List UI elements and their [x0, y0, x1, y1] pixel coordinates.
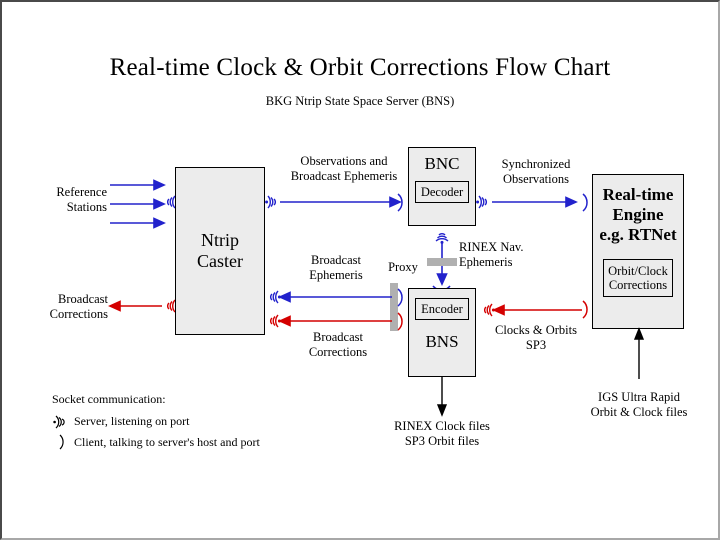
- proxy-label: Proxy: [388, 260, 418, 274]
- legend: Socket communication: Server, listening …: [52, 391, 352, 451]
- broadcast-corrections-output-arrow: [108, 300, 162, 312]
- socket-client-icon: [397, 312, 403, 331]
- igs-files-arrow: [633, 327, 645, 379]
- socket-server-icon: [270, 290, 281, 304]
- bnc-label: BNC: [424, 154, 460, 173]
- broadcast-corrections-label: Broadcast Corrections: [308, 330, 368, 360]
- legend-client-text: Client, talking to server's host and por…: [74, 434, 260, 449]
- socket-server-icon: [435, 233, 449, 244]
- socket-client-icon: [59, 435, 64, 450]
- clocks-orbits-arrow: [492, 304, 582, 316]
- bns-label: BNS: [425, 332, 459, 351]
- bnc-box[interactable]: BNC Decoder: [408, 147, 476, 226]
- ntrip-caster-box[interactable]: Ntrip Caster: [175, 167, 265, 335]
- igs-files-label: IGS Ultra Rapid Orbit & Clock files: [590, 390, 688, 420]
- reference-stations-arrows: [110, 179, 166, 229]
- rinex-clock-files-label: RINEX Clock files SP3 Orbit files: [394, 419, 490, 449]
- broadcast-ephemeris-arrow: [278, 291, 392, 303]
- socket-server-icon: [476, 195, 487, 209]
- socket-server-icon: [265, 195, 276, 209]
- synchronized-observations-arrow: [492, 196, 578, 208]
- proxy-bar: [390, 283, 398, 331]
- page-subtitle: BKG Ntrip State Space Server (BNS): [265, 94, 455, 108]
- broadcast-corrections-output-label: Broadcast Corrections: [49, 292, 108, 322]
- legend-heading: Socket communication:: [52, 392, 166, 406]
- rinex-clock-files-arrow: [436, 377, 448, 417]
- realtime-engine-label: Real-time Engine e.g. RTNet: [599, 185, 677, 245]
- socket-server-icon: [270, 314, 281, 328]
- socket-server-icon: [484, 303, 495, 317]
- socket-client-icon: [397, 288, 403, 307]
- socket-server-icon: [53, 415, 65, 429]
- legend-row-client: Client, talking to server's host and por…: [52, 434, 352, 451]
- rinex-nav-label: RINEX Nav. Ephemeris: [459, 240, 524, 270]
- ntrip-caster-label: Ntrip Caster: [197, 229, 243, 271]
- broadcast-corrections-arrow: [278, 315, 392, 327]
- proxy-bar-vertical: [427, 258, 457, 266]
- bns-box[interactable]: Encoder BNS: [408, 288, 476, 377]
- synchronized-observations-label: Synchronized Observations: [501, 157, 571, 187]
- socket-client-icon: [397, 193, 403, 212]
- legend-row-server: Server, listening on port: [52, 413, 352, 430]
- bnc-decoder-box[interactable]: Decoder: [415, 181, 469, 204]
- clocks-orbits-label: Clocks & Orbits SP3: [495, 323, 577, 353]
- orbit-clock-corrections-box[interactable]: Orbit/Clock Corrections: [603, 259, 673, 298]
- socket-client-icon: [582, 193, 588, 212]
- broadcast-ephemeris-label: Broadcast Ephemeris: [309, 253, 363, 283]
- reference-stations-label: Reference Stations: [56, 185, 107, 215]
- observations-label: Observations and Broadcast Ephemeris: [290, 154, 398, 184]
- page-title: Real-time Clock & Orbit Corrections Flow…: [109, 54, 611, 81]
- legend-server-text: Server, listening on port: [74, 414, 190, 429]
- realtime-engine-box[interactable]: Real-time Engine e.g. RTNet Orbit/Clock …: [592, 174, 684, 329]
- bns-encoder-box[interactable]: Encoder: [415, 298, 469, 320]
- observations-arrow: [280, 196, 402, 208]
- socket-client-icon: [582, 300, 588, 319]
